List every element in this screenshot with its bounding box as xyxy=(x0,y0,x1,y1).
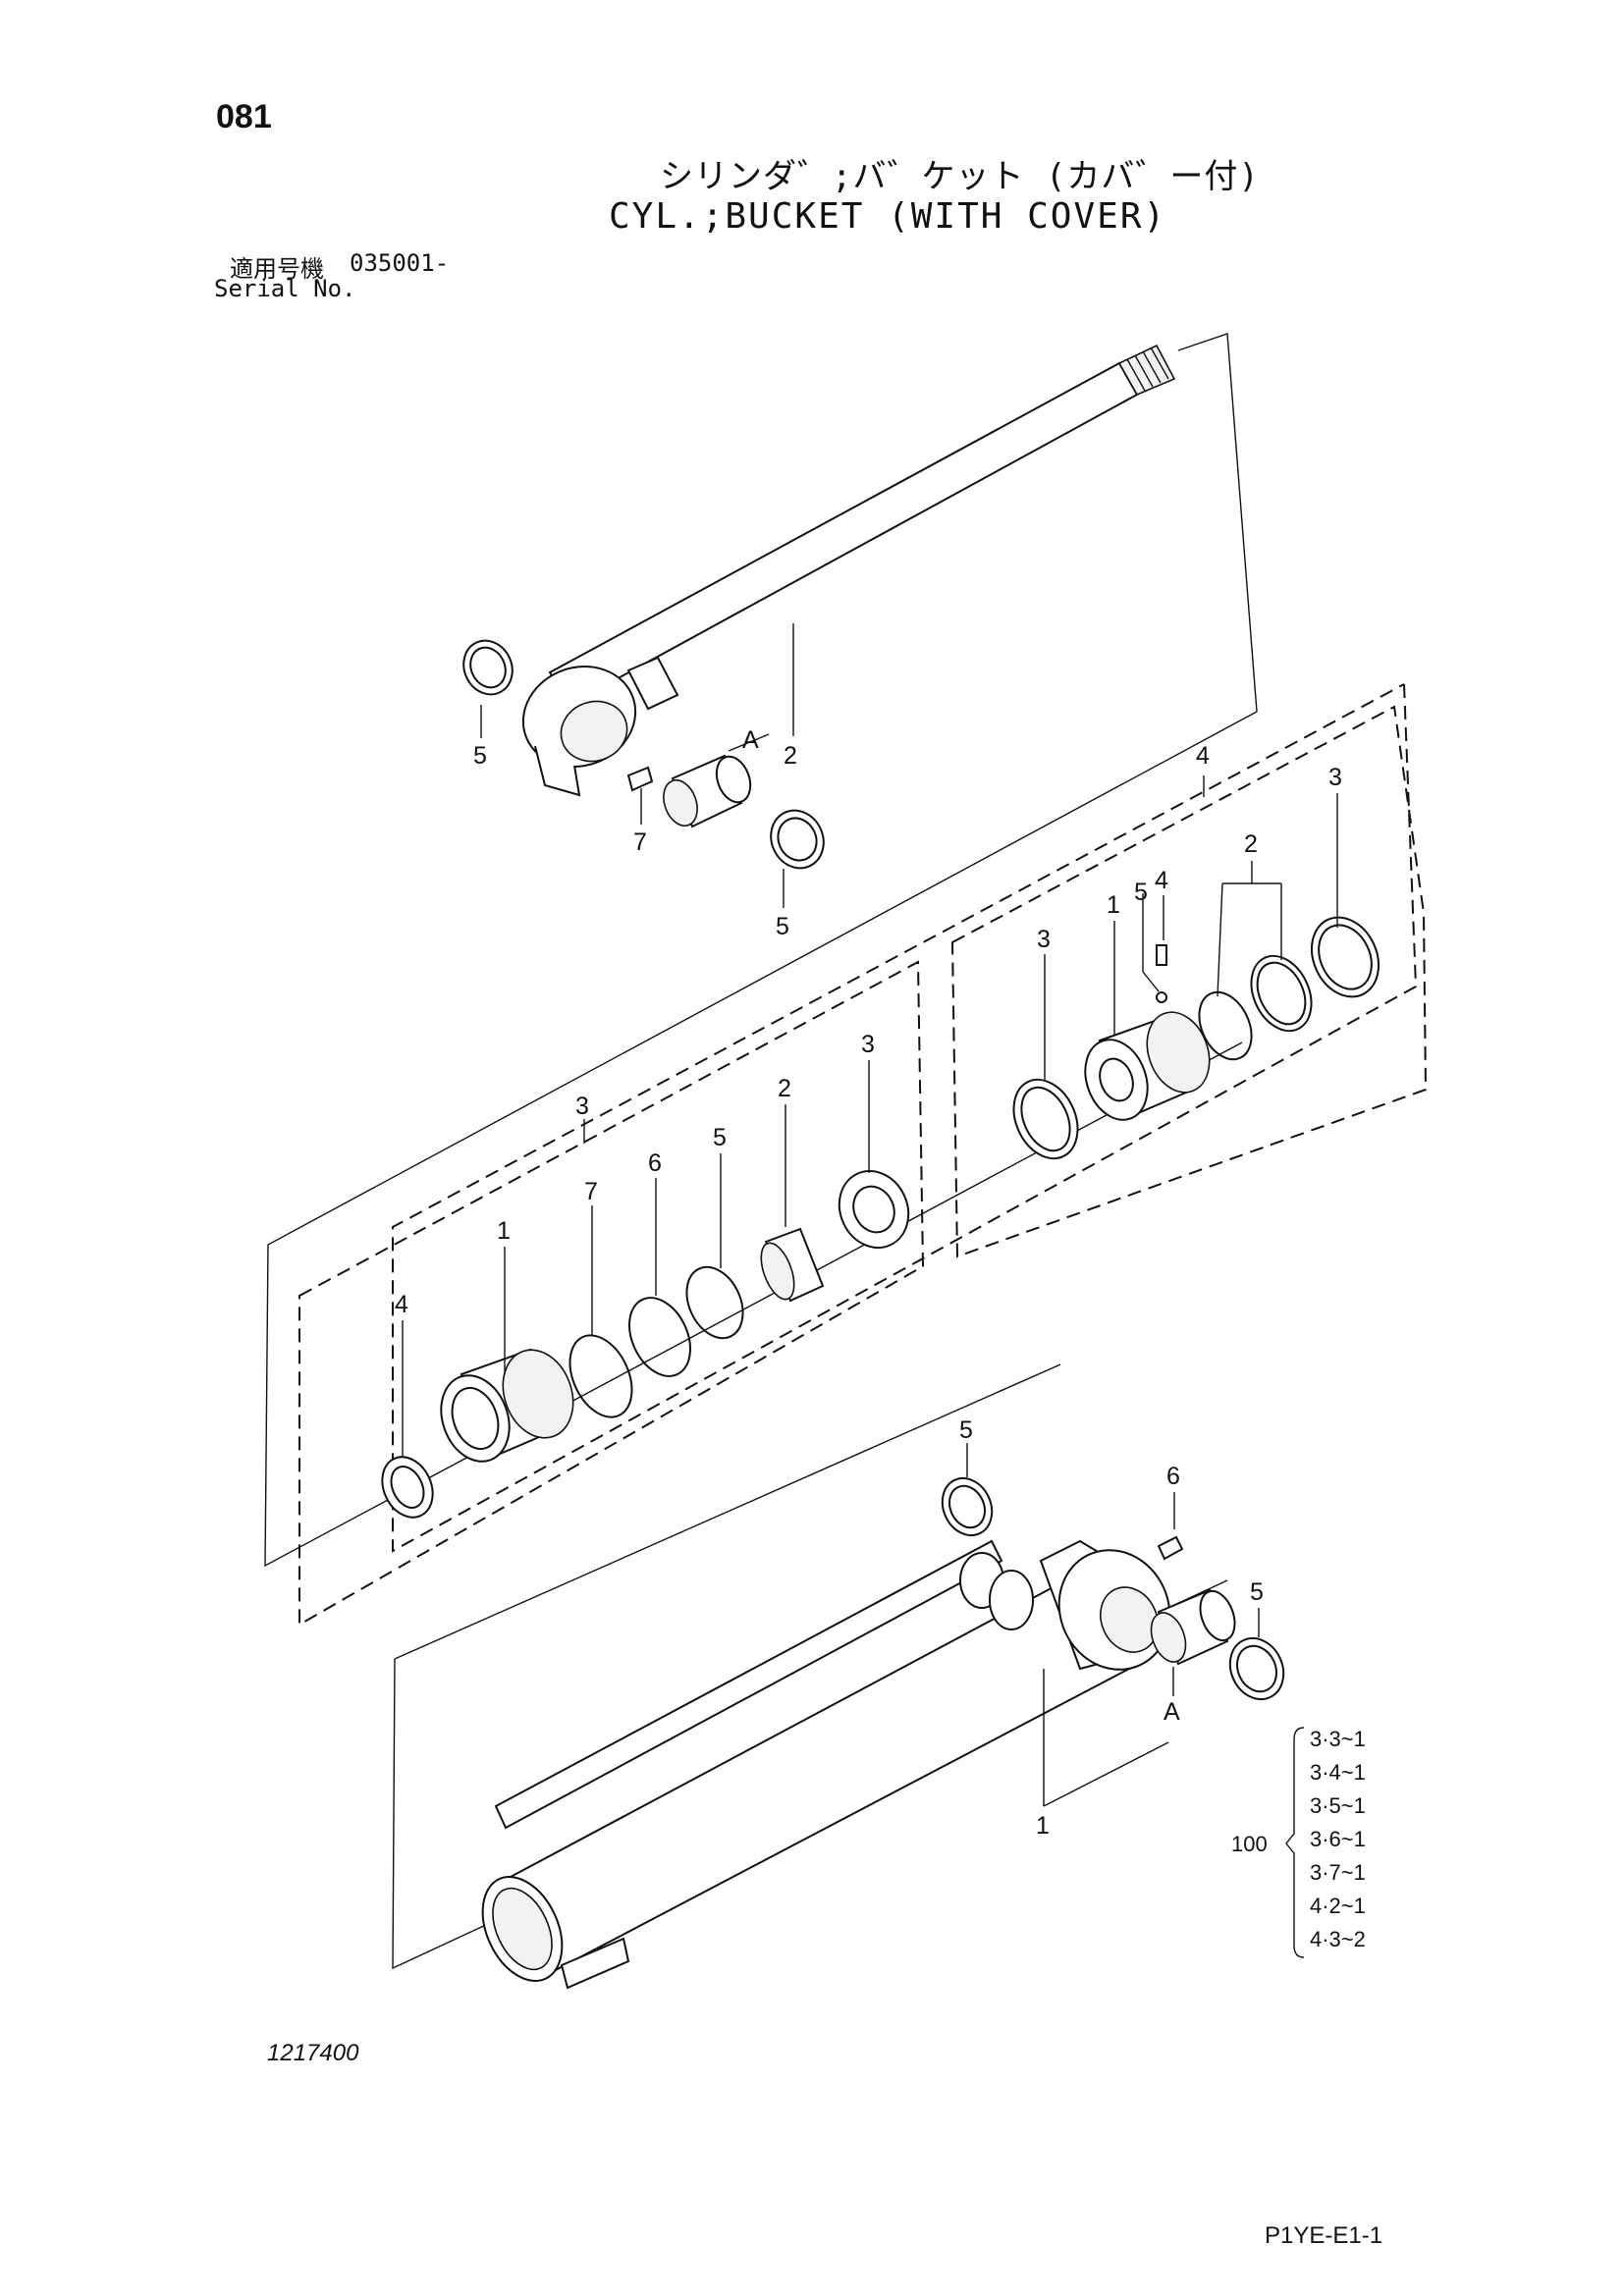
kit-brace xyxy=(1285,1727,1305,1958)
callout-piston-ball: 5 xyxy=(1134,879,1148,906)
kit-item: 4·2~1 xyxy=(1310,1894,1366,1918)
callout-tube-seal-right: 5 xyxy=(1250,1578,1264,1606)
serial-label-english: Serial No. xyxy=(214,275,356,302)
set-screw xyxy=(1156,944,1167,966)
kit-item: 4·3~2 xyxy=(1310,1927,1366,1951)
kit-item: 3·7~1 xyxy=(1310,1860,1366,1885)
kit-item: 3·5~1 xyxy=(1310,1793,1366,1818)
serial-number-value: 035001- xyxy=(350,249,450,277)
figure-number: 1217400 xyxy=(267,2040,359,2066)
callout-head-bushing: 2 xyxy=(778,1075,791,1102)
title-english: CYL.;BUCKET (WITH COVER) xyxy=(609,196,1167,237)
kit-item: 3·3~1 xyxy=(1310,1727,1366,1751)
callout-piston: 1 xyxy=(1107,891,1120,919)
callout-labels: 5 2 A 7 5 4 3 2 4 5 1 3 3 3 2 5 6 7 1 4 … xyxy=(395,726,1342,1840)
callout-head-o-ring-6: 6 xyxy=(648,1149,662,1177)
callout-head-rod-seal: 3 xyxy=(861,1031,875,1058)
rod-group-outline xyxy=(264,333,1258,1568)
title-japanese: シリンダ゛;バ゛ケット (カバ゛ー付) xyxy=(660,157,1260,196)
piston-kit-parts xyxy=(1012,916,1380,1160)
seal-kit-outline xyxy=(392,683,1418,1553)
kit-content-table: 100 3·3~1 3·4~1 3·5~1 3·6~1 3·7~1 4·2~1 … xyxy=(1231,1727,1366,1958)
callout-rod-seal-left: 5 xyxy=(473,742,487,770)
page-number: 081 xyxy=(216,98,272,135)
kit-item: 3·4~1 xyxy=(1310,1760,1366,1785)
leader-lines xyxy=(402,623,1338,1807)
callout-piston-slide-ring: 3 xyxy=(1328,764,1342,791)
callout-head-gland: 1 xyxy=(497,1217,511,1245)
kit-item: 3·6~1 xyxy=(1310,1827,1366,1851)
callout-piston-set-screw: 4 xyxy=(1155,867,1168,894)
callout-head-o-ring-5: 5 xyxy=(713,1124,727,1151)
head-kit-outline xyxy=(298,960,925,1627)
callout-tube: 1 xyxy=(1036,1812,1050,1840)
page-code: P1YE-E1-1 xyxy=(1265,2222,1383,2249)
callout-tube-seal-top: 5 xyxy=(959,1416,973,1444)
ball xyxy=(1156,991,1167,1003)
head-kit-parts xyxy=(381,1170,910,1519)
rod-end-parts xyxy=(462,639,825,870)
callout-head-backup-ring: 7 xyxy=(584,1178,598,1205)
callout-piston-kit: 4 xyxy=(1196,742,1210,770)
piston-kit-outline xyxy=(950,705,1428,1258)
callout-rod: 2 xyxy=(784,742,797,770)
callout-head-kit: 3 xyxy=(575,1093,589,1120)
callout-rod-bushing-a: A xyxy=(742,726,759,754)
callout-head-dust-seal: 4 xyxy=(395,1291,408,1318)
tube-end-parts xyxy=(941,1476,1285,1701)
callout-tube-grease-fitting: 6 xyxy=(1166,1463,1180,1490)
piston-rod xyxy=(521,344,1176,797)
cylinder-tube xyxy=(481,1535,1184,1990)
callout-piston-wear-ring: 3 xyxy=(1037,926,1051,953)
callout-rod-grease-fitting: 7 xyxy=(633,828,647,856)
callout-tube-bushing-a: A xyxy=(1164,1698,1180,1726)
callout-piston-ring: 2 xyxy=(1244,830,1258,858)
serial-label-japanese: 適用号機 xyxy=(230,255,324,283)
kit-prefix: 100 xyxy=(1231,1832,1268,1856)
callout-rod-seal-bottom: 5 xyxy=(776,913,789,940)
